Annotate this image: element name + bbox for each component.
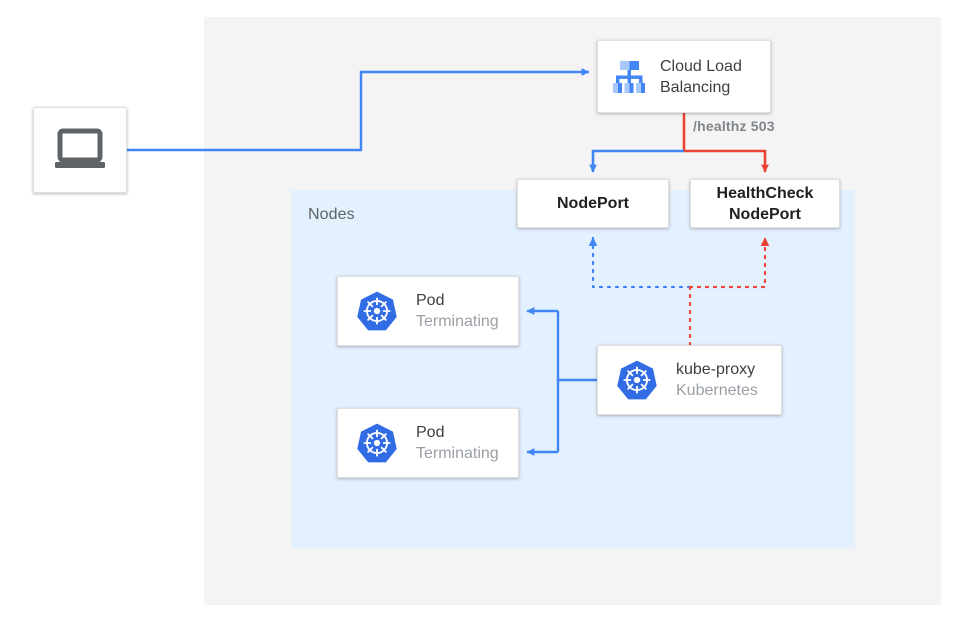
lb-title-line1: Cloud Load: [660, 57, 742, 75]
laptop-icon: [53, 128, 107, 172]
pod-2-labels: Pod Terminating: [416, 422, 518, 464]
kube-proxy-labels: kube-proxy Kubernetes: [676, 359, 781, 401]
kubernetes-icon: [338, 422, 416, 464]
healthz-503-label: /healthz 503: [693, 118, 775, 134]
kubernetes-icon: [338, 290, 416, 332]
healthcheck-nodeport-labels: HealthCheck NodePort: [691, 180, 839, 227]
healthcheck-nodeport-label-line2: NodePort: [728, 205, 801, 223]
kube-proxy-subtitle: Kubernetes: [676, 382, 758, 399]
client-node[interactable]: [33, 107, 127, 193]
pod-2-title: Pod: [416, 424, 445, 441]
nodes-region-label: Nodes: [308, 206, 355, 223]
pod-1-labels: Pod Terminating: [416, 290, 518, 332]
cloud-load-balancing-icon: [598, 59, 660, 95]
nodeport-label: NodePort: [557, 195, 629, 212]
cloud-load-balancing-labels: Cloud Load Balancing: [660, 56, 770, 98]
healthcheck-nodeport-label-line1: HealthCheck: [716, 184, 814, 202]
pod-1-title: Pod: [416, 292, 445, 309]
pod-2-subtitle: Terminating: [416, 445, 499, 462]
nodeport-node[interactable]: NodePort: [517, 179, 669, 228]
kube-proxy-node[interactable]: kube-proxy Kubernetes: [597, 345, 782, 415]
lb-title-line2: Balancing: [660, 78, 731, 96]
pod-1-subtitle: Terminating: [416, 313, 499, 330]
pod-node-1[interactable]: Pod Terminating: [337, 276, 519, 346]
kube-proxy-title: kube-proxy: [676, 361, 756, 378]
healthcheck-nodeport-node[interactable]: HealthCheck NodePort: [690, 179, 840, 228]
kubernetes-icon: [598, 359, 676, 401]
cloud-load-balancing-node[interactable]: Cloud Load Balancing: [597, 40, 771, 113]
pod-node-2[interactable]: Pod Terminating: [337, 408, 519, 478]
